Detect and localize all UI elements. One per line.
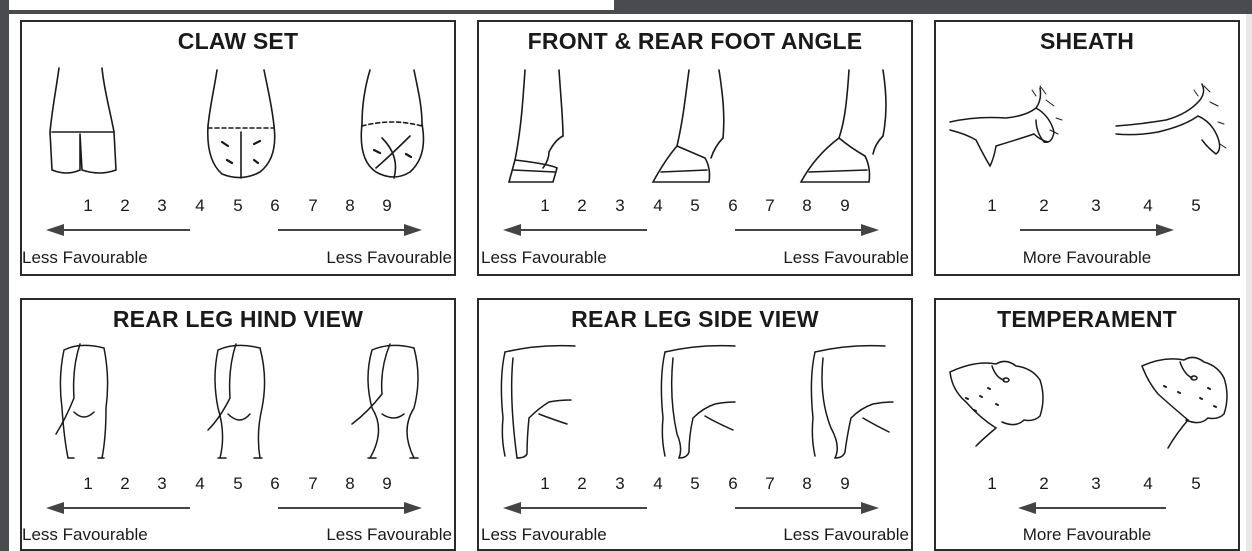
scale-number: 7: [760, 196, 780, 216]
scale-number: 1: [535, 196, 555, 216]
frame-right-edge: [1246, 14, 1252, 551]
sheath-illustrations: [936, 60, 1240, 200]
scale-number: 4: [648, 474, 668, 494]
scale-number: 2: [572, 474, 592, 494]
scale-number: 6: [265, 196, 285, 216]
scale-number: 3: [1086, 196, 1106, 216]
scale-number: 7: [760, 474, 780, 494]
rear-leg-side-illustrations: [479, 338, 913, 468]
scale-number: 3: [152, 474, 172, 494]
scale-number: 2: [572, 196, 592, 216]
right-caption: Less Favourable: [783, 525, 909, 545]
temperament-arrow: [936, 500, 1240, 516]
foot-angle-arrows: [479, 222, 913, 238]
scale-number: 6: [723, 474, 743, 494]
left-caption: Less Favourable: [22, 248, 148, 268]
scale-number: 5: [685, 474, 705, 494]
panel-rear-leg-hind: REAR LEG HIND VIEW 1 2 3 4 5 6 7 8 9: [20, 298, 456, 551]
panel-title: SHEATH: [936, 28, 1238, 55]
scale-number: 4: [1138, 196, 1158, 216]
center-caption: More Favourable: [936, 525, 1238, 545]
center-caption: More Favourable: [936, 248, 1238, 268]
scale-number: 6: [723, 196, 743, 216]
scale-number: 2: [115, 474, 135, 494]
scale-number: 3: [1086, 474, 1106, 494]
scale-number: 2: [1034, 474, 1054, 494]
rear-leg-side-arrows: [479, 500, 913, 516]
scale-number: 8: [797, 474, 817, 494]
left-caption: Less Favourable: [481, 248, 607, 268]
scale-number: 5: [1186, 474, 1206, 494]
rear-leg-hind-arrows: [22, 500, 456, 516]
right-caption: Less Favourable: [326, 248, 452, 268]
panel-foot-angle: FRONT & REAR FOOT ANGLE 1 2 3 4 5 6 7 8: [477, 20, 913, 276]
right-caption: Less Favourable: [783, 248, 909, 268]
scale-number: 2: [1034, 196, 1054, 216]
panel-sheath: SHEATH 1 2 3 4 5 More Favourable: [934, 20, 1240, 276]
left-caption: Less Favourable: [481, 525, 607, 545]
scale-number: 9: [835, 474, 855, 494]
right-caption: Less Favourable: [326, 525, 452, 545]
scale-number: 9: [835, 196, 855, 216]
scale-number: 8: [340, 474, 360, 494]
sheath-arrow: [936, 222, 1240, 238]
temperament-illustrations: [936, 338, 1240, 468]
scale-number: 1: [78, 474, 98, 494]
scale-number: 9: [377, 196, 397, 216]
foot-angle-illustrations: [479, 60, 913, 200]
panel-temperament: TEMPERAMENT 1 2 3 4 5 More Favourable: [934, 298, 1240, 551]
panel-title: REAR LEG SIDE VIEW: [479, 306, 911, 333]
scale-number: 3: [610, 474, 630, 494]
claw-set-arrows: [22, 222, 456, 238]
scale-number: 3: [152, 196, 172, 216]
scale-number: 3: [610, 196, 630, 216]
scale-number: 5: [228, 196, 248, 216]
panel-title: CLAW SET: [22, 28, 454, 55]
left-caption: Less Favourable: [22, 525, 148, 545]
scale-number: 9: [377, 474, 397, 494]
scale-number: 1: [78, 196, 98, 216]
panel-title: TEMPERAMENT: [936, 306, 1238, 333]
scale-number: 7: [303, 196, 323, 216]
panel-title: FRONT & REAR FOOT ANGLE: [479, 28, 911, 55]
panel-title: REAR LEG HIND VIEW: [22, 306, 454, 333]
scale-number: 1: [982, 474, 1002, 494]
scale-number: 4: [1138, 474, 1158, 494]
panel-rear-leg-side: REAR LEG SIDE VIEW 1 2 3 4 5 6 7 8 9: [477, 298, 913, 551]
scale-number: 6: [265, 474, 285, 494]
rear-leg-hind-illustrations: [22, 338, 456, 468]
scale-number: 4: [648, 196, 668, 216]
scale-number: 1: [982, 196, 1002, 216]
frame-top-gap: [8, 0, 614, 10]
scale-number: 8: [340, 196, 360, 216]
scale-number: 1: [535, 474, 555, 494]
claw-set-illustrations: [22, 60, 456, 200]
scale-number: 5: [228, 474, 248, 494]
scale-number: 7: [303, 474, 323, 494]
scale-number: 4: [190, 196, 210, 216]
frame-left-bar: [0, 0, 9, 551]
scale-number: 5: [685, 196, 705, 216]
scale-number: 5: [1186, 196, 1206, 216]
scale-number: 4: [190, 474, 210, 494]
scale-number: 2: [115, 196, 135, 216]
panel-claw-set: CLAW SET 1 2 3 4 5 6 7 8 9: [20, 20, 456, 276]
scale-number: 8: [797, 196, 817, 216]
